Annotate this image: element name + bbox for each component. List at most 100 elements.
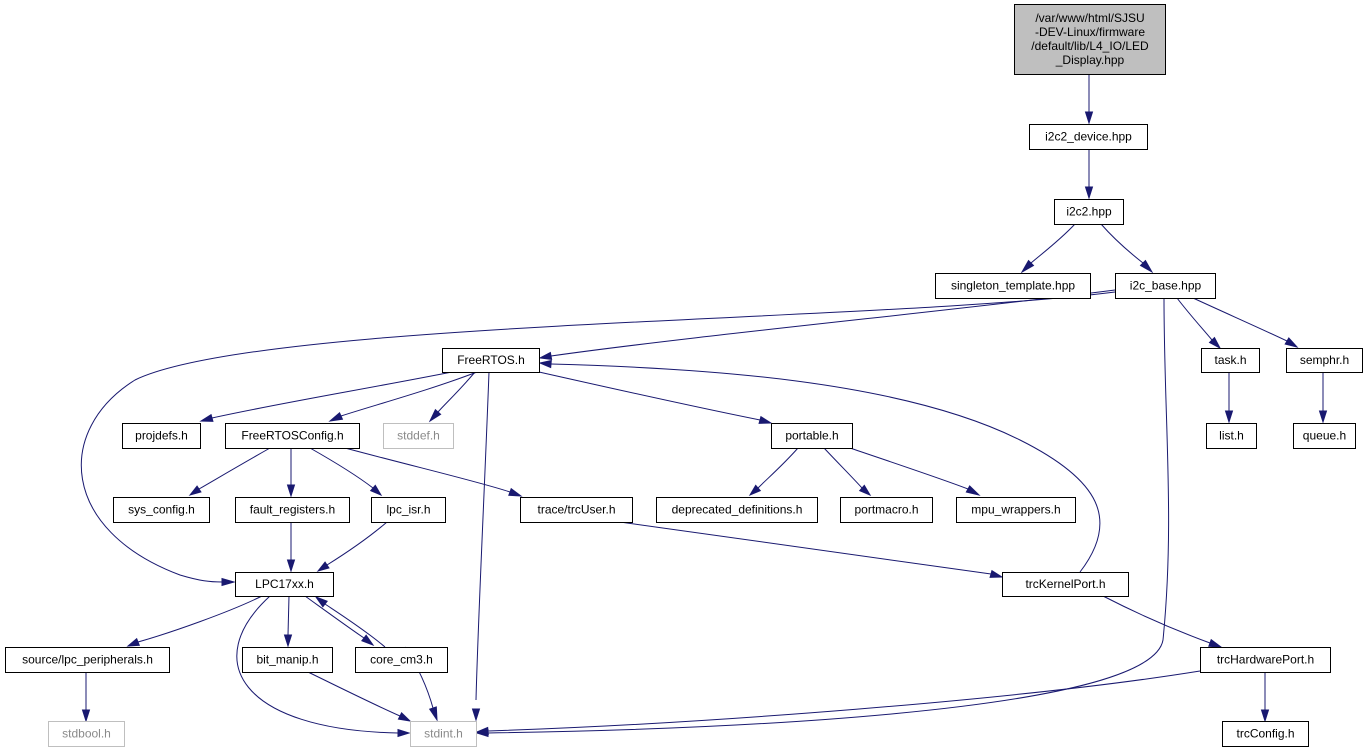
edge-line xyxy=(550,363,1101,573)
node-box[interactable] xyxy=(383,423,454,449)
node-box[interactable] xyxy=(935,273,1091,299)
node-i2c_base[interactable]: i2c_base.hpp xyxy=(1115,273,1216,299)
node-stdint[interactable]: stdint.h xyxy=(410,721,477,747)
node-sys_config[interactable]: sys_config.h xyxy=(113,497,210,523)
node-singleton_template[interactable]: singleton_template.hpp xyxy=(935,273,1091,299)
node-box[interactable] xyxy=(520,497,633,523)
node-label: semphr.h xyxy=(1300,353,1349,367)
edge-i2c_base-to-task xyxy=(1176,297,1222,350)
node-task[interactable]: task.h xyxy=(1201,348,1260,373)
node-label: -DEV-Linux/firmware xyxy=(1035,25,1145,39)
node-box[interactable] xyxy=(5,647,170,673)
node-box[interactable] xyxy=(113,497,210,523)
edge-trckernelport-to-trchardwareport xyxy=(1102,595,1223,648)
edge-line xyxy=(538,371,761,421)
node-i2c2[interactable]: i2c2.hpp xyxy=(1054,199,1124,225)
node-queue[interactable]: queue.h xyxy=(1293,423,1356,449)
node-box[interactable] xyxy=(1002,572,1129,597)
node-portable[interactable]: portable.h xyxy=(771,423,853,449)
edge-line xyxy=(550,289,1116,357)
node-box[interactable] xyxy=(1286,348,1363,373)
node-box[interactable] xyxy=(956,497,1076,523)
node-deprecated_definitions[interactable]: deprecated_definitions.h xyxy=(656,497,818,523)
node-box[interactable] xyxy=(1014,4,1166,75)
node-box[interactable] xyxy=(656,497,818,523)
edge-line xyxy=(198,447,271,490)
node-led_display[interactable]: /var/www/html/SJSU-DEV-Linux/firmware/de… xyxy=(1014,4,1166,75)
node-fault_registers[interactable]: fault_registers.h xyxy=(235,497,350,523)
node-box[interactable] xyxy=(355,647,448,673)
edge-bit_manip-to-stdint xyxy=(307,671,412,722)
arrowhead xyxy=(1020,259,1035,274)
node-box[interactable] xyxy=(371,497,446,523)
node-mpu_wrappers[interactable]: mpu_wrappers.h xyxy=(956,497,1076,523)
edge-freertos-to-portable xyxy=(538,371,773,424)
edge-portable-to-deprecated_definitions xyxy=(748,447,799,497)
node-portmacro[interactable]: portmacro.h xyxy=(840,497,933,523)
node-box[interactable] xyxy=(1293,423,1356,449)
node-trckernelport[interactable]: trcKernelPort.h xyxy=(1002,572,1129,597)
edge-lpc17xx-to-bit_manip xyxy=(283,595,293,648)
node-box[interactable] xyxy=(1115,273,1216,299)
node-list[interactable]: list.h xyxy=(1206,423,1257,449)
node-lpc_isr[interactable]: lpc_isr.h xyxy=(371,497,446,523)
edge-fault_registers-to-lpc17xx xyxy=(286,522,296,573)
node-box[interactable] xyxy=(442,348,540,373)
node-box[interactable] xyxy=(1206,423,1257,449)
node-box[interactable] xyxy=(410,721,477,747)
arrowhead xyxy=(538,351,553,361)
node-semphr[interactable]: semphr.h xyxy=(1286,348,1363,373)
node-box[interactable] xyxy=(771,423,853,449)
node-bit_manip[interactable]: bit_manip.h xyxy=(242,647,333,673)
node-box[interactable] xyxy=(242,647,333,673)
edge-layer xyxy=(80,74,1328,738)
edge-lpc17xx-to-core_cm3 xyxy=(304,595,375,647)
arrowhead xyxy=(126,637,141,647)
node-label: source/lpc_peripherals.h xyxy=(22,653,153,667)
node-stdbool[interactable]: stdbool.h xyxy=(48,721,125,747)
edge-line xyxy=(1100,223,1144,264)
edge-freertos-to-projdefs xyxy=(199,371,453,422)
node-box[interactable] xyxy=(1201,348,1260,373)
node-freertos[interactable]: FreeRTOS.h xyxy=(442,348,540,373)
edge-line xyxy=(309,447,374,489)
node-box[interactable] xyxy=(225,423,360,449)
node-box[interactable] xyxy=(235,497,350,523)
node-box[interactable] xyxy=(840,497,933,523)
node-label: task.h xyxy=(1214,353,1246,367)
edge-freertos-to-freertosconfig xyxy=(328,371,478,422)
node-stddef[interactable]: stddef.h xyxy=(383,423,454,449)
node-box[interactable] xyxy=(1222,721,1309,747)
node-label: i2c2.hpp xyxy=(1066,205,1112,219)
node-lpc17xx[interactable]: LPC17xx.h xyxy=(235,572,334,597)
node-trcconfig[interactable]: trcConfig.h xyxy=(1222,721,1309,747)
arrowhead xyxy=(1284,337,1299,348)
node-i2c2_device[interactable]: i2c2_device.hpp xyxy=(1029,124,1148,150)
node-projdefs[interactable]: projdefs.h xyxy=(122,423,201,449)
node-label: portable.h xyxy=(785,429,838,443)
edge-line xyxy=(619,521,992,575)
node-box[interactable] xyxy=(48,721,125,747)
node-box[interactable] xyxy=(122,423,201,449)
arrowhead xyxy=(1084,111,1094,125)
edge-line xyxy=(137,595,263,643)
edge-line xyxy=(307,671,401,717)
node-lpc_peripherals[interactable]: source/lpc_peripherals.h xyxy=(5,647,170,673)
node-freertosconfig[interactable]: FreeRTOSConfig.h xyxy=(225,423,360,449)
node-trcuser[interactable]: trace/trcUser.h xyxy=(520,497,633,523)
node-box[interactable] xyxy=(1054,199,1124,225)
node-trchardwareport[interactable]: trcHardwarePort.h xyxy=(1200,647,1331,673)
node-label: core_cm3.h xyxy=(370,653,433,667)
edge-line xyxy=(1102,595,1211,644)
arrowhead xyxy=(286,559,296,573)
node-label: stddef.h xyxy=(397,429,440,443)
arrowhead xyxy=(397,712,412,722)
node-label: lpc_isr.h xyxy=(386,503,430,517)
edge-line xyxy=(823,447,863,489)
edge-freertosconfig-to-sys_config xyxy=(188,447,271,496)
node-box[interactable] xyxy=(1200,647,1331,673)
node-core_cm3[interactable]: core_cm3.h xyxy=(355,647,448,673)
node-box[interactable] xyxy=(1029,124,1148,150)
node-box[interactable] xyxy=(235,572,334,597)
